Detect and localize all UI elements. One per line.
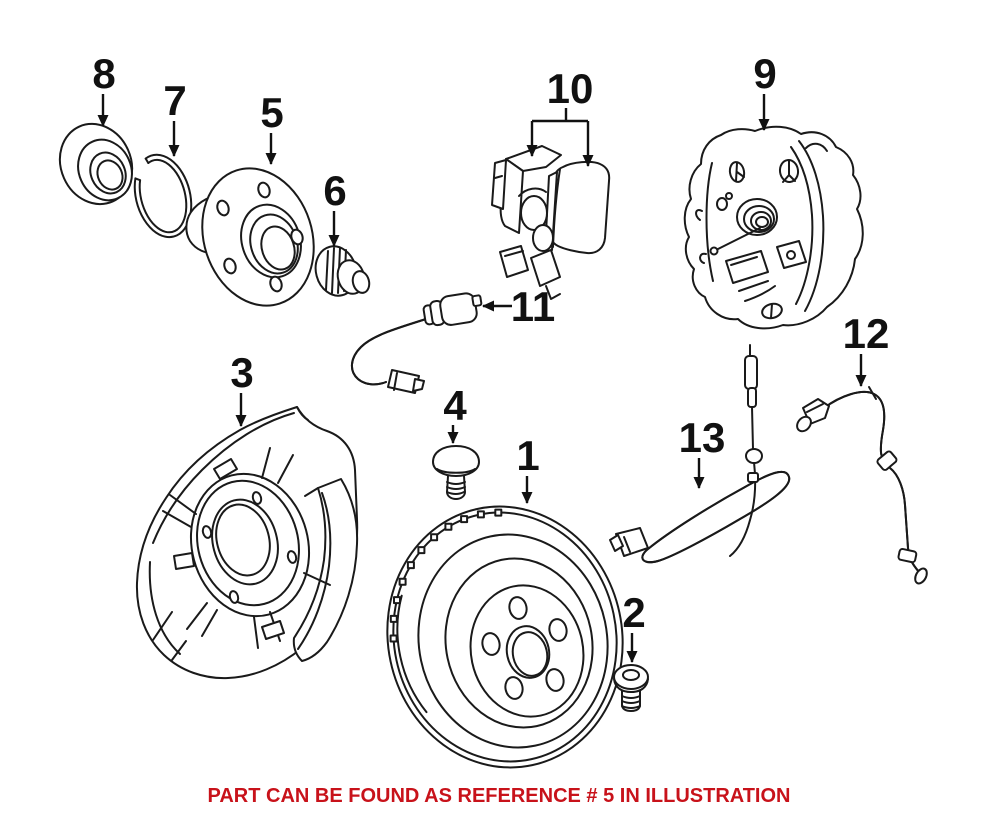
set-screw-drawing bbox=[432, 445, 480, 500]
callout-8: 8 bbox=[92, 50, 116, 127]
lock-nut-drawing bbox=[314, 245, 371, 297]
callout-12: 12 bbox=[843, 310, 890, 387]
callout-label-9: 9 bbox=[753, 50, 776, 97]
plug-screw-drawing bbox=[613, 664, 649, 712]
callout-7: 7 bbox=[163, 77, 187, 157]
callout-5: 5 bbox=[260, 89, 284, 165]
brake-hose-drawing bbox=[796, 386, 928, 585]
callout-6: 6 bbox=[323, 167, 347, 247]
callout-13: 13 bbox=[679, 414, 726, 489]
callout-label-11: 11 bbox=[511, 283, 555, 330]
wheel-hub-drawing bbox=[185, 167, 315, 307]
callout-label-7: 7 bbox=[163, 77, 186, 124]
wheel-bearing-drawing bbox=[58, 122, 134, 206]
callout-9: 9 bbox=[753, 50, 777, 131]
callout-label-1: 1 bbox=[516, 432, 539, 479]
callouts: 8 7 5 6 10 9 11 3 bbox=[92, 50, 890, 663]
callout-2: 2 bbox=[622, 589, 646, 663]
wear-sensor-drawing bbox=[351, 292, 483, 394]
callout-label-2: 2 bbox=[622, 589, 645, 636]
callout-label-5: 5 bbox=[260, 89, 283, 136]
callout-label-8: 8 bbox=[92, 50, 115, 97]
callout-1: 1 bbox=[516, 432, 540, 504]
callout-label-6: 6 bbox=[323, 167, 346, 214]
abs-sensor-drawing bbox=[609, 344, 791, 564]
callout-10: 10 bbox=[526, 65, 594, 167]
brake-pads-drawing bbox=[491, 145, 611, 300]
brake-disc-drawing bbox=[386, 505, 624, 769]
callout-label-4: 4 bbox=[443, 382, 467, 429]
callout-4: 4 bbox=[443, 382, 467, 444]
illustration-artwork bbox=[58, 122, 928, 769]
snap-ring-drawing bbox=[133, 153, 193, 239]
callout-label-13: 13 bbox=[679, 414, 726, 461]
callout-label-12: 12 bbox=[843, 310, 890, 357]
callout-label-10: 10 bbox=[547, 65, 594, 112]
splash-shield-drawing bbox=[135, 406, 359, 680]
callout-fork-10 bbox=[532, 108, 588, 123]
callout-11: 11 bbox=[482, 283, 555, 330]
callout-label-3: 3 bbox=[230, 349, 253, 396]
reference-caption: PART CAN BE FOUND AS REFERENCE # 5 IN IL… bbox=[208, 785, 791, 807]
brake-caliper-drawing bbox=[683, 125, 864, 330]
callout-3: 3 bbox=[230, 349, 254, 427]
